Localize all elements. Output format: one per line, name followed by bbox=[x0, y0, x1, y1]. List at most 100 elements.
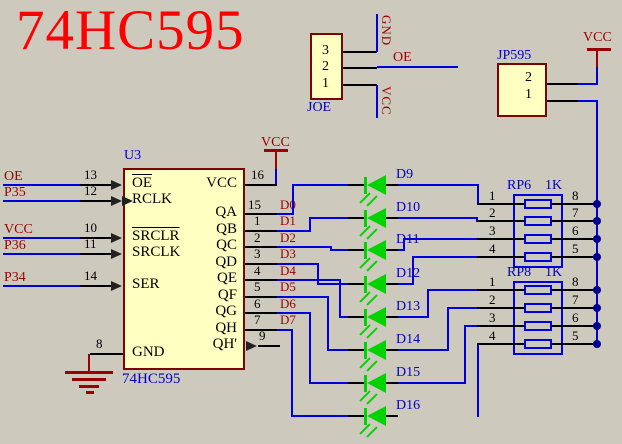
pin-wire bbox=[477, 325, 514, 327]
led-ref: D13 bbox=[396, 299, 421, 314]
wire bbox=[309, 217, 311, 232]
led-emission-icon bbox=[366, 260, 378, 272]
led-ref: D9 bbox=[396, 167, 414, 182]
pin-wire bbox=[563, 289, 595, 291]
pin-number: 5 bbox=[572, 328, 579, 343]
net-label-oe: OE bbox=[393, 50, 412, 65]
net-label: D7 bbox=[280, 312, 296, 327]
wire bbox=[277, 296, 329, 298]
wire bbox=[309, 382, 348, 384]
pin-wire bbox=[513, 343, 525, 345]
wire bbox=[477, 343, 479, 417]
pin-number: 4 bbox=[254, 263, 261, 278]
ic-pin-label: QB bbox=[216, 221, 237, 237]
pin-wire bbox=[551, 289, 563, 291]
wire bbox=[309, 312, 311, 384]
pin-wire bbox=[80, 184, 113, 186]
wire bbox=[447, 307, 477, 309]
wire bbox=[412, 256, 414, 285]
junction-dot bbox=[593, 253, 601, 261]
pin-number: 8 bbox=[96, 336, 103, 351]
wire bbox=[339, 316, 348, 318]
wire bbox=[398, 249, 405, 251]
led-ref: D11 bbox=[396, 233, 420, 247]
ground-stem bbox=[88, 354, 90, 373]
pin-wire bbox=[551, 238, 563, 240]
vcc-stem bbox=[275, 152, 277, 170]
ic-pin-label: OE bbox=[132, 175, 152, 191]
pin-wire bbox=[348, 349, 364, 351]
net-label: D4 bbox=[280, 263, 296, 278]
pin-wire bbox=[551, 256, 563, 258]
wire bbox=[275, 169, 277, 185]
junction-dot bbox=[593, 304, 601, 312]
wire bbox=[277, 263, 319, 265]
pin-wire bbox=[513, 289, 525, 291]
wire bbox=[427, 289, 429, 318]
pin-number: 7 bbox=[572, 205, 579, 220]
clock-input-icon bbox=[122, 196, 133, 206]
pin-wire bbox=[477, 307, 514, 309]
wire bbox=[376, 85, 378, 118]
pin-wire bbox=[551, 325, 563, 327]
pin-wire bbox=[547, 100, 578, 102]
wire bbox=[330, 249, 348, 251]
ic-u3-body[interactable] bbox=[123, 168, 245, 370]
ic-part-label: 74HC595 bbox=[122, 371, 181, 387]
resistor-element bbox=[524, 234, 552, 244]
pin-wire bbox=[348, 382, 364, 384]
junction-dot bbox=[593, 286, 601, 294]
pin-wire bbox=[80, 285, 113, 287]
wire bbox=[578, 83, 598, 85]
wire bbox=[398, 217, 478, 219]
wire bbox=[596, 67, 598, 84]
pin-arrow-icon bbox=[111, 249, 122, 259]
ground-symbol-bar bbox=[79, 385, 99, 388]
led-ref: D14 bbox=[396, 332, 421, 347]
wire bbox=[377, 66, 458, 68]
connector-joe-body[interactable] bbox=[310, 33, 343, 100]
pin-arrow-icon bbox=[111, 233, 122, 243]
pin-arrow-icon bbox=[111, 281, 122, 291]
resistor-element bbox=[524, 252, 552, 262]
ic-pin-label: QD bbox=[215, 254, 237, 270]
led-triangle bbox=[367, 208, 386, 228]
resistor-pack-rp8-body[interactable] bbox=[513, 281, 563, 355]
pin-wire bbox=[348, 415, 364, 417]
wire bbox=[327, 349, 348, 351]
pin-wire bbox=[258, 345, 280, 347]
pin-wire bbox=[386, 217, 398, 219]
ic-pin-label: SRCLR bbox=[132, 228, 180, 244]
pin-number: 9 bbox=[259, 328, 266, 343]
junction-dot bbox=[593, 340, 601, 348]
connector-jp595-body[interactable] bbox=[497, 63, 547, 117]
pin-wire bbox=[386, 415, 398, 417]
pin-wire bbox=[386, 316, 398, 318]
resistor-pack-rp6-body[interactable] bbox=[513, 194, 563, 268]
net-label: D1 bbox=[280, 213, 296, 228]
net-label: OE bbox=[4, 169, 23, 184]
wire bbox=[277, 312, 311, 314]
pin-number: 7 bbox=[254, 312, 261, 327]
ic-pin-label: QA bbox=[215, 204, 237, 220]
resistor-element bbox=[524, 216, 552, 226]
led-triangle bbox=[367, 406, 386, 426]
pin-wire bbox=[343, 51, 377, 53]
ground-symbol-bar bbox=[72, 378, 106, 381]
pin-number: 3 bbox=[489, 310, 496, 325]
ic-pin-label: QF bbox=[217, 287, 237, 303]
net-label: D5 bbox=[280, 279, 296, 294]
led-triangle bbox=[367, 274, 386, 294]
junction-dot bbox=[593, 235, 601, 243]
pin-wire bbox=[386, 349, 398, 351]
ic-pin-label: QC bbox=[216, 237, 237, 253]
pin-number: 3 bbox=[322, 43, 329, 58]
ic-pin-label: SRCLK bbox=[132, 244, 181, 260]
led-ref: D10 bbox=[396, 200, 421, 215]
ic-pin-label: SER bbox=[132, 276, 160, 292]
pin-wire bbox=[477, 220, 514, 222]
wire bbox=[317, 263, 319, 285]
wire bbox=[376, 14, 378, 52]
led-cathode-bar bbox=[364, 210, 367, 227]
